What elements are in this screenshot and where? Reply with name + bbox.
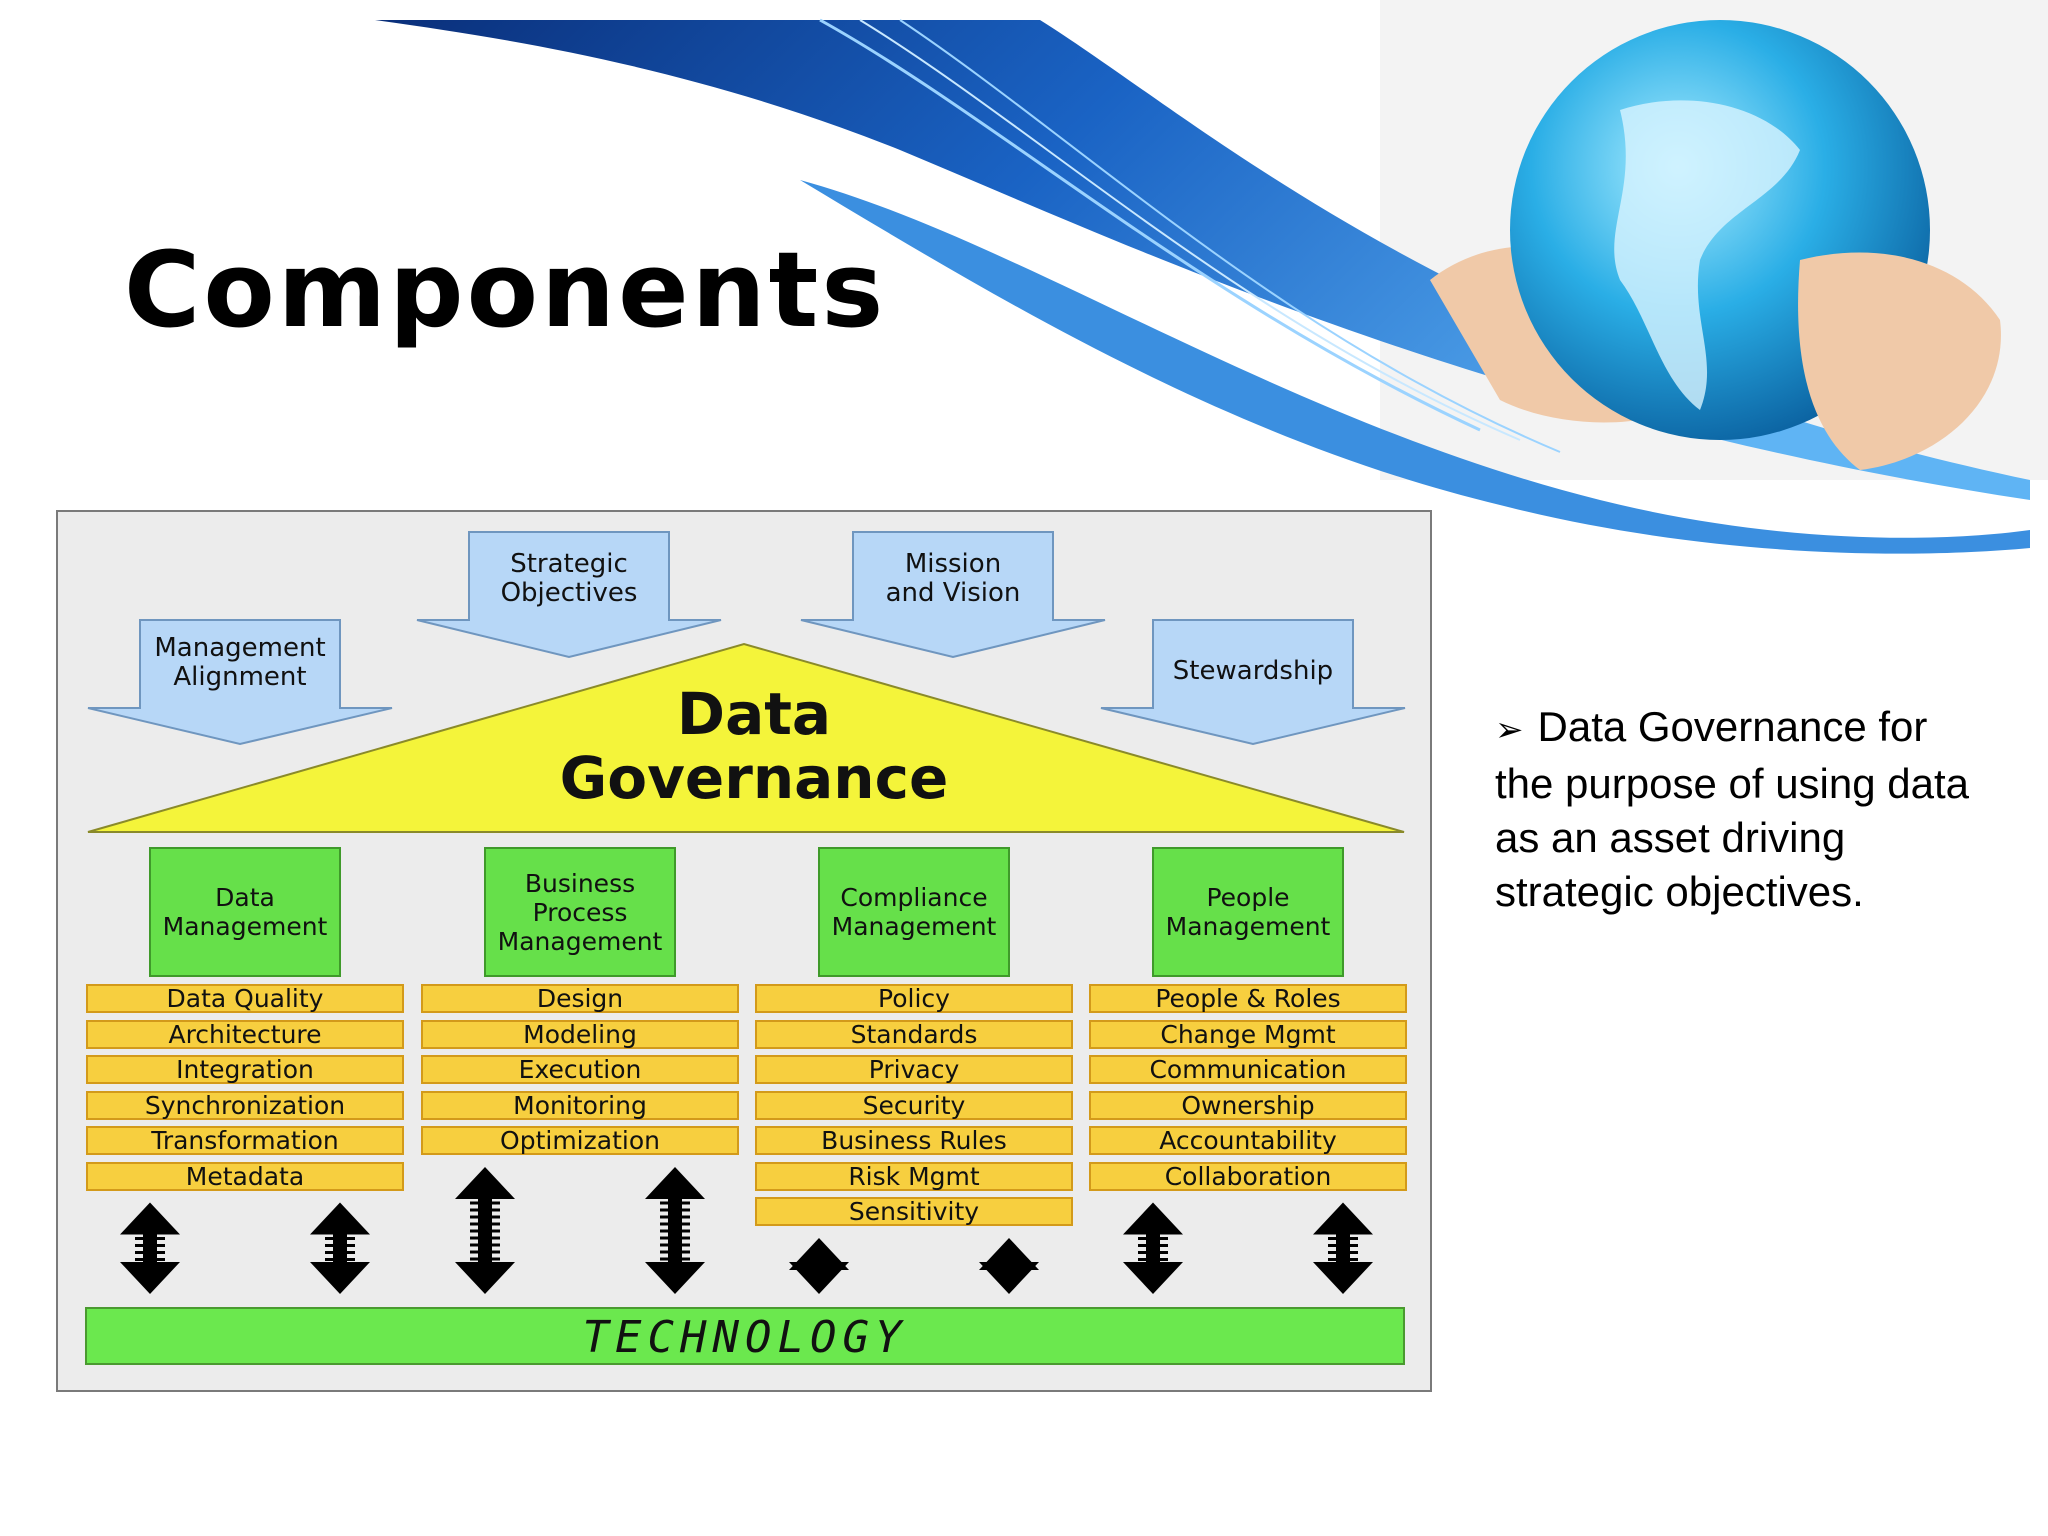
- roof-title: Data Governance: [504, 682, 1004, 810]
- input-label-line: Objectives: [500, 578, 638, 608]
- pillar-box-data: [149, 847, 341, 977]
- pillar-box-bpm: [484, 847, 676, 977]
- item-people: Communication: [1089, 1055, 1407, 1084]
- pillar-box-people: [1152, 847, 1344, 977]
- item-bpm: Optimization: [421, 1126, 739, 1155]
- input-label-line: Mission: [904, 549, 1002, 579]
- item-bpm: Modeling: [421, 1019, 739, 1049]
- double-arrow-icon: [645, 1167, 705, 1294]
- double-arrow-icon: [455, 1167, 515, 1294]
- banner-decoration: [375, 0, 2048, 554]
- technology-bar: [85, 1307, 1405, 1365]
- roof-title-line-2: Governance: [559, 744, 949, 812]
- item-compliance: Sensitivity: [755, 1197, 1073, 1226]
- item-data: Data Quality: [86, 984, 404, 1013]
- item-data: Metadata: [86, 1161, 404, 1191]
- pillar-label-line: People: [1206, 883, 1290, 912]
- roof-title-line-1: Data: [676, 680, 832, 748]
- pillar-label-line: Compliance: [840, 883, 988, 912]
- item-data: Transformation: [86, 1126, 404, 1155]
- double-arrow-icon: [1313, 1202, 1373, 1294]
- double-arrow-icon: [120, 1202, 180, 1294]
- diagram-shapes: [85, 531, 1406, 1365]
- double-arrow-icon: [310, 1202, 370, 1294]
- hand-right: [1798, 252, 2001, 470]
- item-compliance: Security: [755, 1090, 1073, 1120]
- pillar-label-line: Management: [1165, 912, 1331, 941]
- item-bpm: Monitoring: [421, 1090, 739, 1120]
- item-people: Collaboration: [1089, 1161, 1407, 1191]
- input-arrow-stewardship: [1100, 619, 1406, 746]
- item-compliance: Risk Mgmt: [755, 1161, 1073, 1191]
- item-people: Accountability: [1089, 1126, 1407, 1155]
- input-label-line: Alignment: [173, 662, 307, 692]
- item-bpm: Execution: [421, 1055, 739, 1084]
- input-label-line: Management: [154, 633, 326, 663]
- arrow-bullet-icon: ➢: [1495, 711, 1524, 749]
- slide-title: Components: [124, 229, 887, 351]
- pillar-label-line: Business: [524, 868, 636, 898]
- double-arrow-icon: [979, 1238, 1039, 1294]
- input-label-line: Stewardship: [1172, 656, 1334, 686]
- lower-swoosh: [800, 180, 2030, 554]
- item-compliance: Privacy: [755, 1055, 1073, 1084]
- item-compliance: Policy: [755, 984, 1073, 1013]
- item-compliance: Business Rules: [755, 1126, 1073, 1155]
- item-people: Ownership: [1089, 1090, 1407, 1120]
- pillar-label-line: Management: [831, 912, 997, 941]
- item-data: Synchronization: [86, 1090, 404, 1120]
- item-bpm: Design: [421, 984, 739, 1013]
- item-compliance: Standards: [755, 1019, 1073, 1049]
- double-arrow-icon: [1123, 1202, 1183, 1294]
- pillar-label-line: Process: [532, 897, 628, 927]
- item-people: People & Roles: [1089, 984, 1407, 1013]
- pillar-label-line: Management: [162, 912, 328, 941]
- item-people: Change Mgmt: [1089, 1019, 1407, 1049]
- pillar-box-compliance: [818, 847, 1010, 977]
- technology-label: TECHNOLOGY: [582, 1312, 908, 1363]
- input-label-line: Strategic: [510, 549, 628, 579]
- input-label-line: and Vision: [885, 578, 1021, 608]
- item-data: Architecture: [86, 1019, 404, 1049]
- input-arrow-strategic: [416, 531, 722, 659]
- item-data: Integration: [86, 1055, 404, 1084]
- input-label-stewardship: Stewardship: [1153, 657, 1353, 686]
- input-arrow-management: [87, 619, 393, 746]
- bullet-text: Data Governance for the purpose of using…: [1495, 703, 1970, 915]
- double-arrow-icon: [789, 1238, 849, 1294]
- pillar-label-line: Management: [497, 926, 663, 956]
- input-arrow-mission: [800, 531, 1106, 659]
- roof-triangle: [87, 642, 1405, 833]
- bullet-point: ➢Data Governance for the purpose of usin…: [1495, 700, 1975, 919]
- pillar-label-line: Data: [215, 883, 275, 912]
